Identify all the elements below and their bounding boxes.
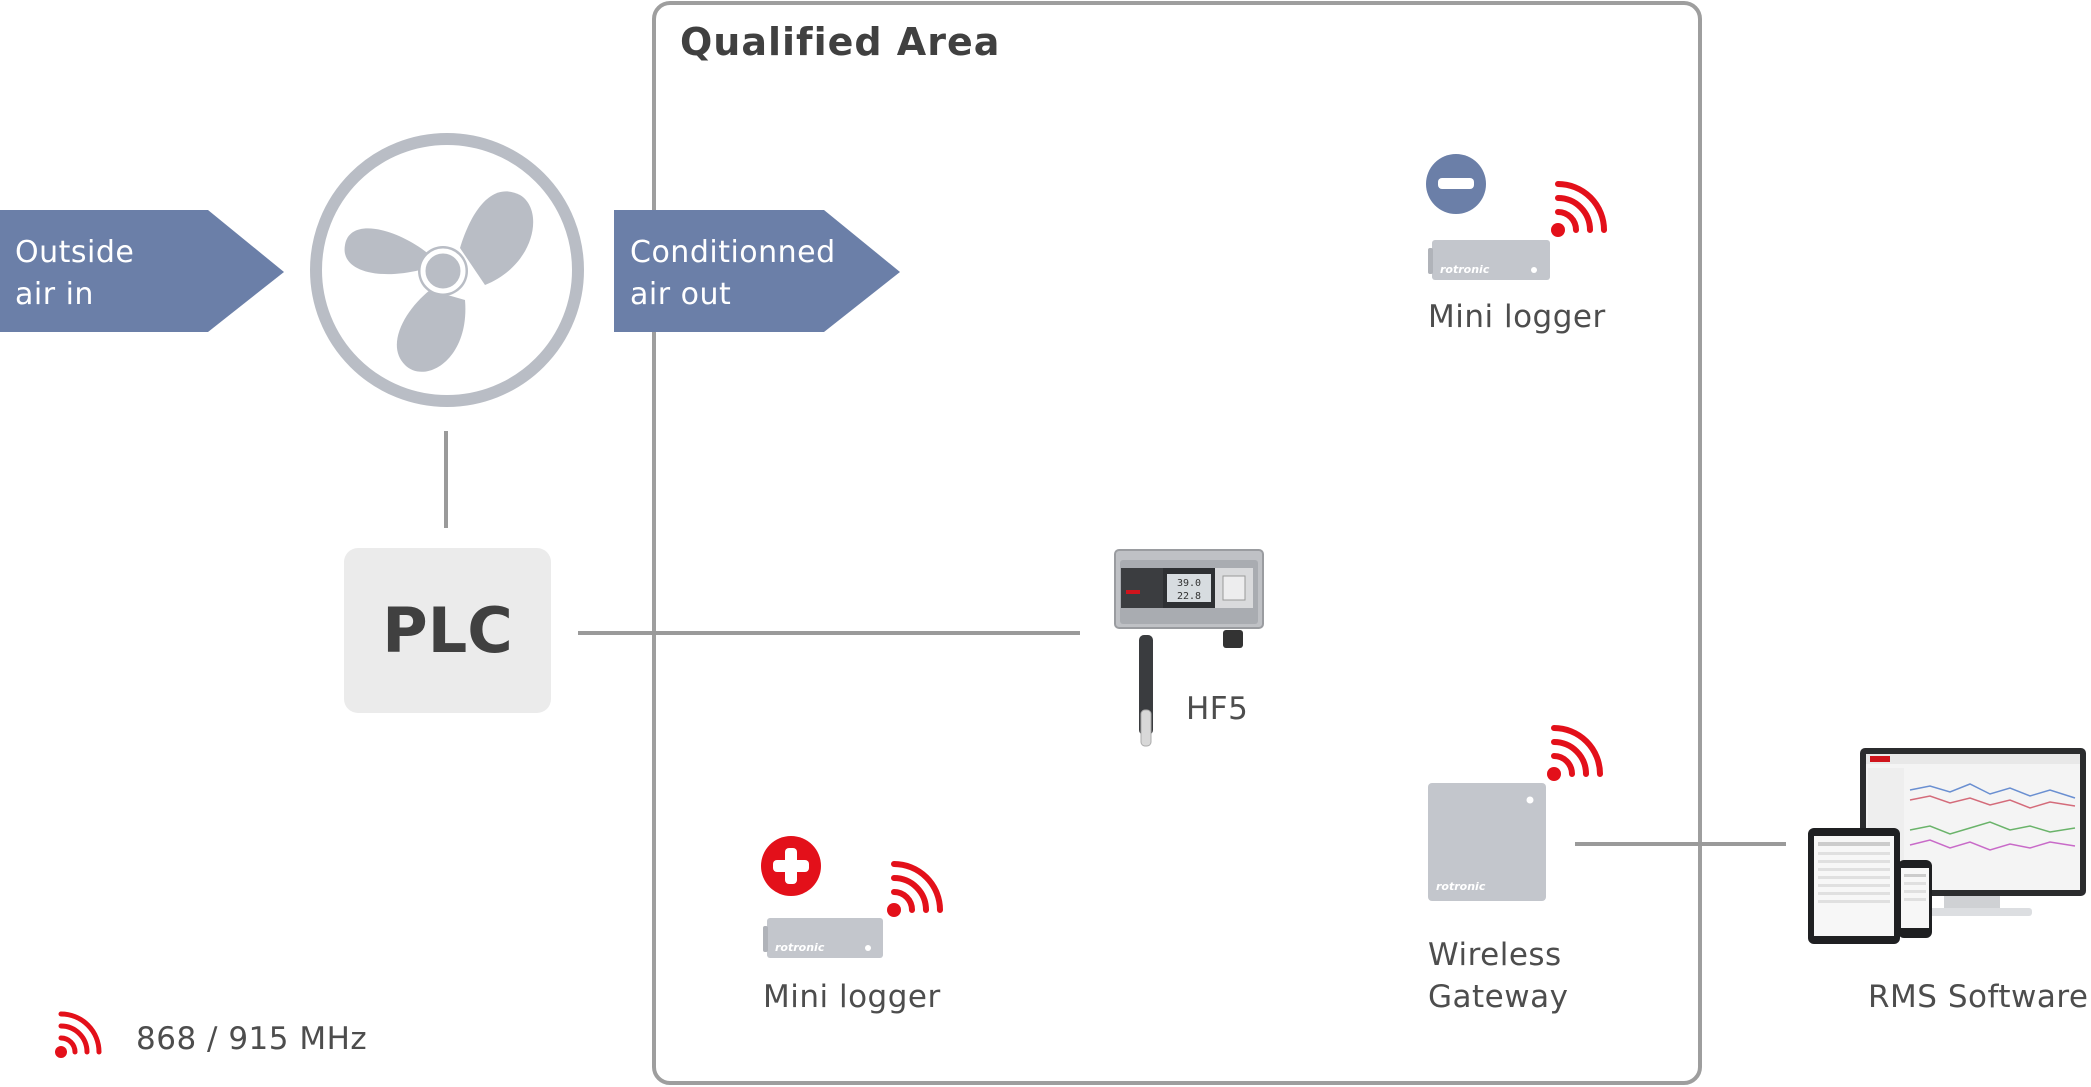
wireless-signal-icon <box>1551 181 1607 237</box>
plc-label: PLC <box>382 594 513 667</box>
mini-logger-bottom-label: Mini logger <box>763 979 941 1015</box>
wireless-signal-icon <box>1547 725 1603 781</box>
plc-box: PLC <box>344 548 551 713</box>
mini-logger-bottom-device: rotronic <box>761 836 883 958</box>
gateway-brand: rotronic <box>1436 880 1486 893</box>
inlet-arrow <box>0 210 284 332</box>
hf5-display-value-1: 39.0 <box>1177 578 1201 589</box>
wireless-gateway-label: Wireless Gateway <box>1428 937 1569 1015</box>
hf5-display-value-2: 22.8 <box>1177 591 1201 602</box>
mini-logger-top-label: Mini logger <box>1428 299 1606 335</box>
outlet-arrow <box>614 210 900 332</box>
mini-logger-bottom-brand: rotronic <box>775 941 825 954</box>
wireless-signal-icon <box>887 861 943 917</box>
qualified-area-frame <box>652 1 1702 1085</box>
hf5-label: HF5 <box>1186 691 1249 727</box>
mini-logger-top-device: rotronic <box>1426 154 1550 280</box>
rms-software-label: RMS Software <box>1868 979 2089 1015</box>
rms-devices-illustration <box>1808 748 2086 944</box>
wireless-gateway-device: rotronic <box>1428 783 1546 901</box>
legend-wireless-signal-icon <box>55 1011 102 1058</box>
qualified-area-title: Qualified Area <box>680 20 1001 64</box>
legend-frequency-label: 868 / 915 MHz <box>136 1021 368 1057</box>
inlet-arrow-label: Outside air in <box>15 235 135 312</box>
mini-logger-top-brand: rotronic <box>1440 263 1490 276</box>
fan-icon <box>310 133 584 407</box>
outlet-arrow-label: Conditionned air out <box>630 235 836 312</box>
hf5-transmitter: 39.0 22.8 <box>1114 549 1264 747</box>
